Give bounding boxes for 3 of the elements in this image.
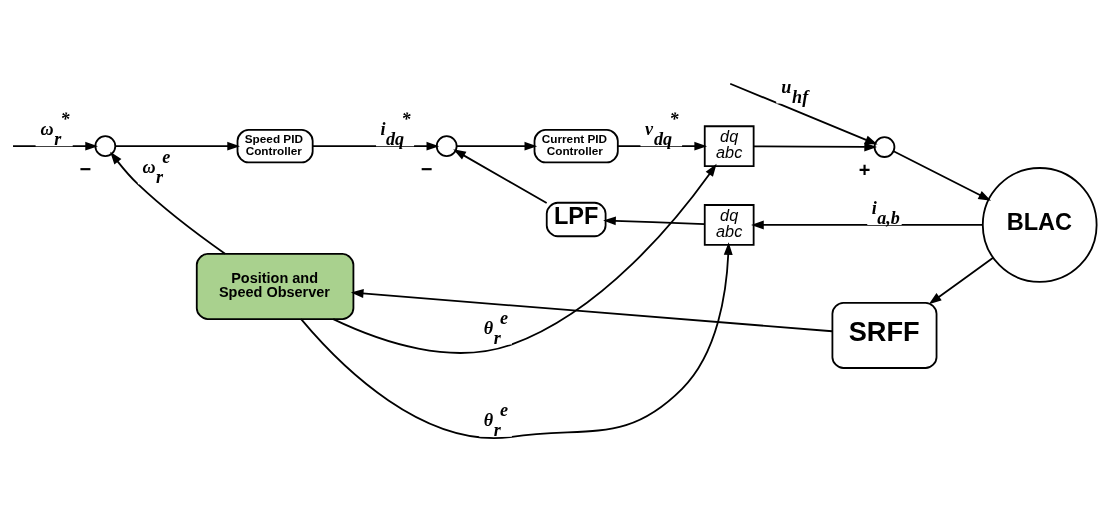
node-label: −	[79, 157, 92, 180]
node-label: +	[858, 158, 871, 181]
node-label: −	[420, 157, 433, 180]
